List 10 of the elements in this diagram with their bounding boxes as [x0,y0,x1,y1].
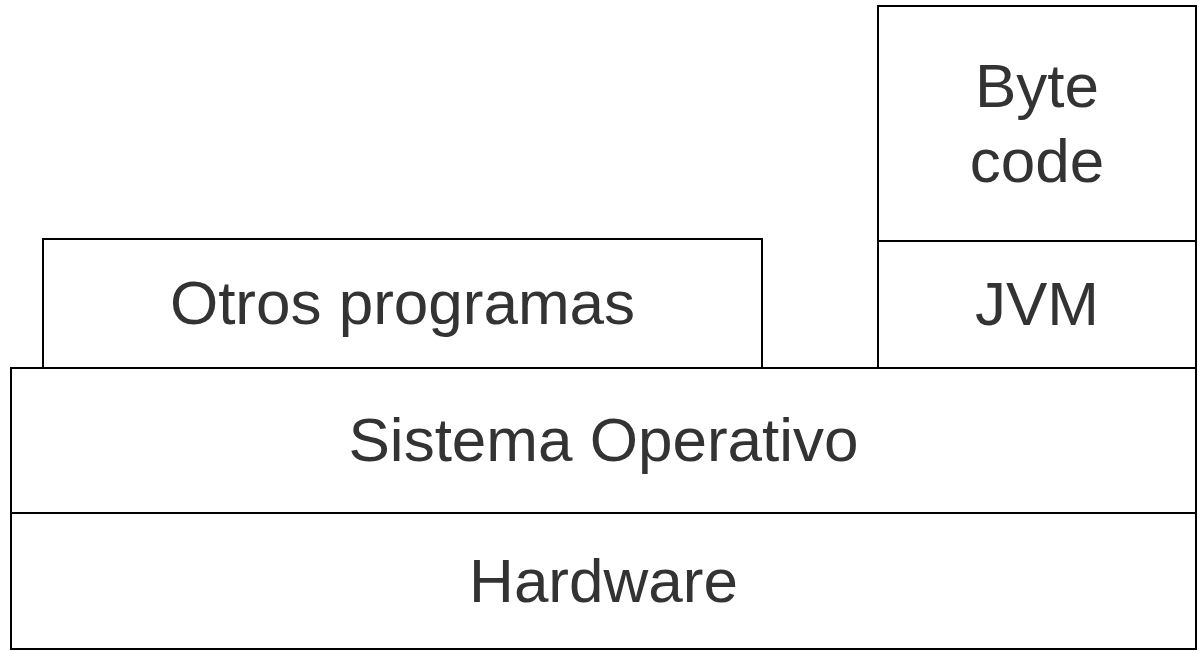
layer-label: Hardware [469,544,738,617]
layer-label: JVM [975,268,1099,341]
layer-box [42,238,763,369]
layer-box [877,5,1197,242]
layer-box [877,240,1197,369]
layer-box [10,367,1197,514]
layer-label: Otros programas [169,267,636,340]
layer-box [10,512,1197,650]
layer-label: Sistema Operativo [348,404,859,477]
layer-label: Byte code [968,50,1106,197]
